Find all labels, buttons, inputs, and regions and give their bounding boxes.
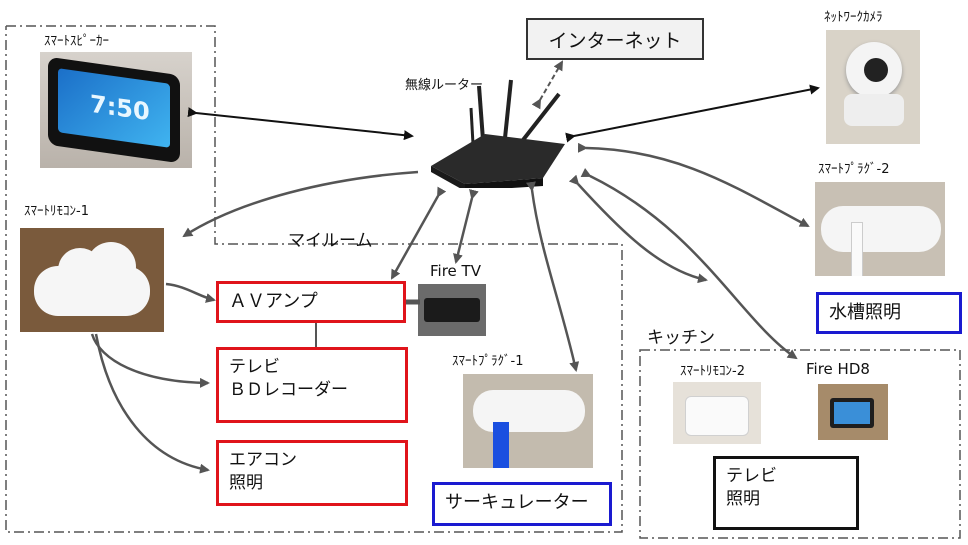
network-camera-photo (826, 30, 920, 144)
smart-remote-2-photo (673, 382, 761, 444)
internet-box: インターネット (526, 18, 704, 60)
fire-hd8-photo (818, 384, 888, 440)
kitchen-tv-box: テレビ 照明 (713, 456, 859, 530)
router-icon (431, 79, 565, 188)
aquarium-light-label: 水槽照明 (829, 302, 901, 323)
aquarium-light-box: 水槽照明 (816, 292, 962, 334)
tv-bd-line2: ＢＤレコーダー (229, 379, 348, 400)
kitchen-tv-line2: 照明 (726, 488, 760, 509)
smart-plug-1-label: ｽﾏｰﾄﾌﾟﾗｸﾞ-1 (452, 354, 524, 369)
link-router-remote2 (568, 174, 708, 284)
smart-remote-1-label: ｽﾏｰﾄﾘﾓｺﾝ-1 (24, 204, 89, 219)
aircon-box: エアコン 照明 (216, 440, 408, 506)
link-router-firetv (390, 186, 447, 280)
smart-speaker-photo: 7:50 (40, 52, 192, 168)
network-camera-label: ﾈｯﾄﾜｰｸｶﾒﾗ (824, 10, 883, 25)
link-router-internet (531, 60, 564, 110)
fire-hd8-label: Fire HD8 (806, 360, 870, 378)
circulator-label: サーキュレーター (445, 492, 589, 513)
router-label: 無線ルーター (405, 78, 484, 93)
link-router-remote1 (182, 170, 419, 238)
aircon-line1: エアコン (229, 450, 297, 470)
tv-bd-box: テレビ ＢＤレコーダー (216, 347, 408, 423)
internet-label: インターネット (548, 29, 682, 52)
tv-bd-line1: テレビ (229, 357, 280, 377)
link-router-camera (565, 84, 820, 143)
link-remote1-aircon (94, 333, 210, 474)
link-remote1-tvbd (90, 333, 210, 388)
aircon-line2: 照明 (229, 472, 263, 493)
link-router-plug1 (525, 181, 580, 372)
link-remote1-avamp (165, 282, 216, 303)
link-router-firetv-2 (453, 189, 479, 264)
kitchen-boundary (639, 349, 961, 539)
my-room-label: マイルーム (288, 231, 373, 251)
smart-remote-2-label: ｽﾏｰﾄﾘﾓｺﾝ-2 (680, 364, 745, 379)
link-router-firehd8 (580, 167, 798, 360)
circulator-box: サーキュレーター (432, 482, 612, 526)
kitchen-tv-line1: テレビ (726, 466, 777, 486)
smart-remote-1-photo (20, 228, 164, 332)
link-speaker-router (187, 107, 414, 141)
av-amp-label: ＡＶアンプ (229, 291, 318, 312)
smart-plug-2-photo (815, 182, 945, 276)
smart-plug-1-photo (463, 374, 593, 468)
av-amp-box: ＡＶアンプ (216, 281, 406, 323)
smart-plug-2-label: ｽﾏｰﾄﾌﾟﾗｸﾞ-2 (818, 162, 890, 177)
smart-speaker-label: ｽﾏｰﾄｽﾋﾟｰｶｰ (44, 34, 109, 49)
link-router-plug2 (577, 142, 810, 228)
fire-tv-photo (418, 284, 486, 336)
